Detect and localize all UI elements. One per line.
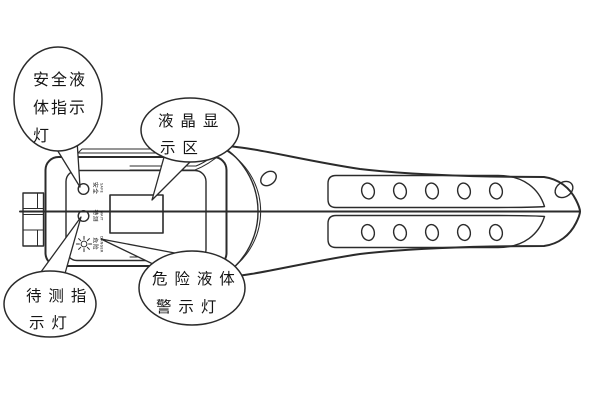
body-outline-top	[220, 145, 581, 213]
lcd-display-rect	[109, 194, 164, 234]
safe-label-en: SAFE	[100, 183, 104, 193]
callout-safe-indicator-bubble	[13, 46, 103, 152]
sensor-tip	[22, 192, 45, 247]
callout-wait-indicator-line2: 示 灯	[29, 314, 68, 332]
safe-led	[77, 182, 90, 195]
safe-label-zh: 安全	[92, 182, 100, 194]
neck-arc-inner	[225, 150, 262, 273]
callout-danger-warning-bubble	[138, 250, 246, 326]
callout-danger-warning-line1: 危 险 液 体	[152, 270, 236, 288]
callout-safe-indicator-line1: 安全液	[33, 70, 87, 89]
head-face-panel	[65, 169, 207, 262]
danger-label-zh: 危险	[92, 238, 100, 250]
grip-holes-bottom-row	[360, 223, 504, 242]
callout-lcd-area-line1: 液 晶 显	[158, 112, 219, 130]
callout-safe-indicator-line3: 灯	[33, 126, 51, 145]
callout-safe-indicator-line2: 体指示	[33, 98, 87, 117]
callout-lcd-area-bubble	[140, 97, 240, 163]
callout-wait-indicator-tail	[37, 216, 82, 278]
neck-blob-hole	[260, 170, 277, 187]
callout-lcd-area-line2: 示 区	[160, 139, 199, 157]
callout-wait-indicator-bubble	[3, 270, 97, 338]
callout-danger-warning: 危 险 液 体 警 示 灯	[100, 238, 246, 326]
device-head-outline	[44, 156, 228, 267]
endcap-blob-hole	[554, 180, 574, 199]
grip-panel-bottom	[327, 214, 546, 249]
callout-danger-warning-line2: 警 示 灯	[156, 298, 217, 316]
wait-label-zh: 待测	[92, 210, 100, 222]
callout-safe-indicator: 安全液 体指示 灯	[13, 46, 103, 188]
callout-wait-indicator-line1: 待 测 指	[26, 287, 87, 305]
body-outline-bottom	[220, 210, 581, 278]
led-labels: 安全 SAFE 待测 WAIT 危险 DANGER	[92, 182, 104, 253]
grip-panel-top	[327, 174, 546, 209]
head-top-ridge	[77, 148, 167, 154]
wait-led	[77, 209, 90, 222]
danger-sunburst-icon	[75, 235, 93, 253]
grip-holes-top-row	[360, 182, 504, 200]
callout-lcd-area: 液 晶 显 示 区	[140, 97, 240, 201]
wait-label-en: WAIT	[100, 211, 104, 221]
danger-label-en: DANGER	[100, 236, 104, 253]
device-drawing: 安全 SAFE 待测 WAIT 危险 DANGER	[19, 145, 581, 278]
callout-wait-indicator: 待 测 指 示 灯	[3, 216, 97, 338]
